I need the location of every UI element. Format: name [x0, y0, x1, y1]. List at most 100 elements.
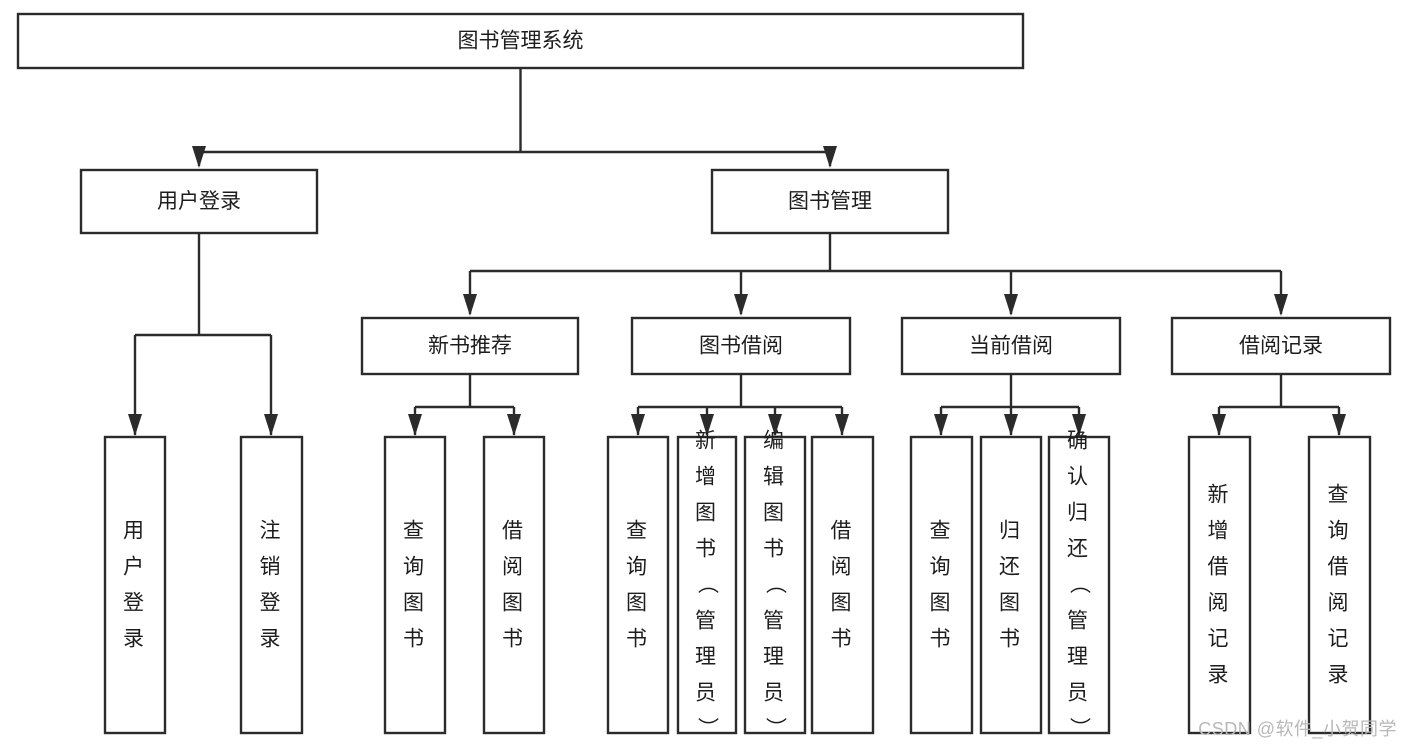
arrow-head-icon	[264, 414, 278, 436]
node-box[interactable]	[743, 435, 807, 735]
node-label-char: 录	[1208, 664, 1232, 687]
node-label-char: 确	[1067, 430, 1091, 453]
arrow-head-icon	[768, 414, 782, 436]
node-label-char: 还	[999, 556, 1023, 579]
node-label-char: 询	[1328, 520, 1352, 543]
arrow-head-icon	[1004, 414, 1018, 436]
node-box[interactable]	[710, 168, 950, 235]
node-leaf-7[interactable]: 用户登录	[103, 435, 167, 735]
arrow-head-icon	[700, 414, 714, 436]
arrow-head-icon	[192, 146, 206, 168]
node-label-char: 增	[1208, 520, 1232, 543]
node-level3-5[interactable]: 当前借阅	[900, 316, 1122, 376]
node-label-char: 认	[1067, 466, 1091, 489]
node-label-char: 员	[1067, 682, 1091, 705]
node-label-char: 图	[626, 592, 650, 615]
node-level3-4[interactable]: 图书借阅	[630, 316, 852, 376]
node-label-char: 管	[1067, 610, 1091, 633]
node-box[interactable]	[1187, 435, 1252, 735]
node-label-char: 阅	[1328, 592, 1352, 615]
node-label-char: 查	[930, 520, 954, 543]
node-label-char: 销	[260, 556, 284, 579]
node-label-char: 书	[999, 628, 1023, 651]
node-box[interactable]	[360, 316, 580, 376]
node-level2-1[interactable]: 用户登录	[79, 168, 319, 235]
node-label-char: 管	[695, 610, 719, 633]
node-label-char: 用	[123, 520, 147, 543]
node-label-char: 员	[695, 682, 719, 705]
node-label-char: 理	[695, 646, 719, 669]
nodes-layer: 图书管理系统用户登录图书管理新书推荐图书借阅当前借阅借阅记录用户登录注销登录查询…	[16, 12, 1392, 742]
node-label-char: 书	[626, 628, 650, 651]
node-box[interactable]	[979, 435, 1043, 735]
arrow-head-icon	[1274, 294, 1288, 316]
node-box[interactable]	[482, 435, 546, 735]
node-label: 图书管理系统	[458, 30, 584, 53]
node-box[interactable]	[79, 168, 319, 235]
node-level3-3[interactable]: 新书推荐	[360, 316, 580, 376]
node-label-char: 查	[626, 520, 650, 543]
arrow-head-icon	[1004, 294, 1018, 316]
node-box[interactable]	[909, 435, 974, 735]
node-label-char: 理	[1067, 646, 1091, 669]
node-box[interactable]	[1170, 316, 1392, 376]
arrow-head-icon	[1212, 414, 1226, 436]
node-label-char: ）	[696, 717, 719, 741]
node-box[interactable]	[103, 435, 167, 735]
node-label-char: ）	[764, 717, 787, 741]
node-label-char: 新	[1208, 484, 1232, 507]
arrow-head-icon	[823, 146, 837, 168]
node-label-char: 图	[695, 502, 719, 525]
node-box[interactable]	[16, 12, 1025, 70]
node-label-char: 注	[260, 520, 284, 543]
node-box[interactable]	[606, 435, 670, 735]
node-label-char: （	[764, 573, 787, 597]
node-label-char: ）	[1068, 717, 1091, 741]
arrow-head-icon	[408, 414, 422, 436]
node-label-char: 图	[403, 592, 427, 615]
node-label-char: 图	[930, 592, 954, 615]
arrow-head-icon	[463, 294, 477, 316]
node-level3-6[interactable]: 借阅记录	[1170, 316, 1392, 376]
node-label-char: 编	[763, 430, 787, 453]
node-label-char: 图	[502, 592, 526, 615]
node-label-char: 查	[1328, 484, 1352, 507]
node-box[interactable]	[239, 435, 304, 735]
node-label-char: 增	[695, 466, 719, 489]
connectors-layer	[128, 68, 1346, 436]
node-label-char: 归	[1067, 502, 1091, 525]
node-level2-2[interactable]: 图书管理	[710, 168, 950, 235]
node-label-char: （	[1068, 573, 1091, 597]
node-label-char: 图	[999, 592, 1023, 615]
node-label-char: 书	[502, 628, 526, 651]
node-label-char: 管	[763, 610, 787, 633]
node-box[interactable]	[676, 435, 738, 735]
node-label-char: 书	[763, 538, 787, 561]
node-label-char: （	[696, 573, 719, 597]
node-label: 借阅记录	[1239, 335, 1323, 358]
node-label: 用户登录	[157, 190, 241, 213]
node-box[interactable]	[810, 435, 875, 735]
node-box[interactable]	[383, 435, 447, 735]
node-label-char: 书	[930, 628, 954, 651]
node-root-0[interactable]: 图书管理系统	[16, 12, 1025, 70]
node-label-char: 图	[763, 502, 787, 525]
node-label-char: 图	[831, 592, 855, 615]
node-box[interactable]	[900, 316, 1122, 376]
node-box[interactable]	[630, 316, 852, 376]
node-box[interactable]	[1307, 435, 1372, 735]
node-box[interactable]	[1047, 435, 1111, 735]
